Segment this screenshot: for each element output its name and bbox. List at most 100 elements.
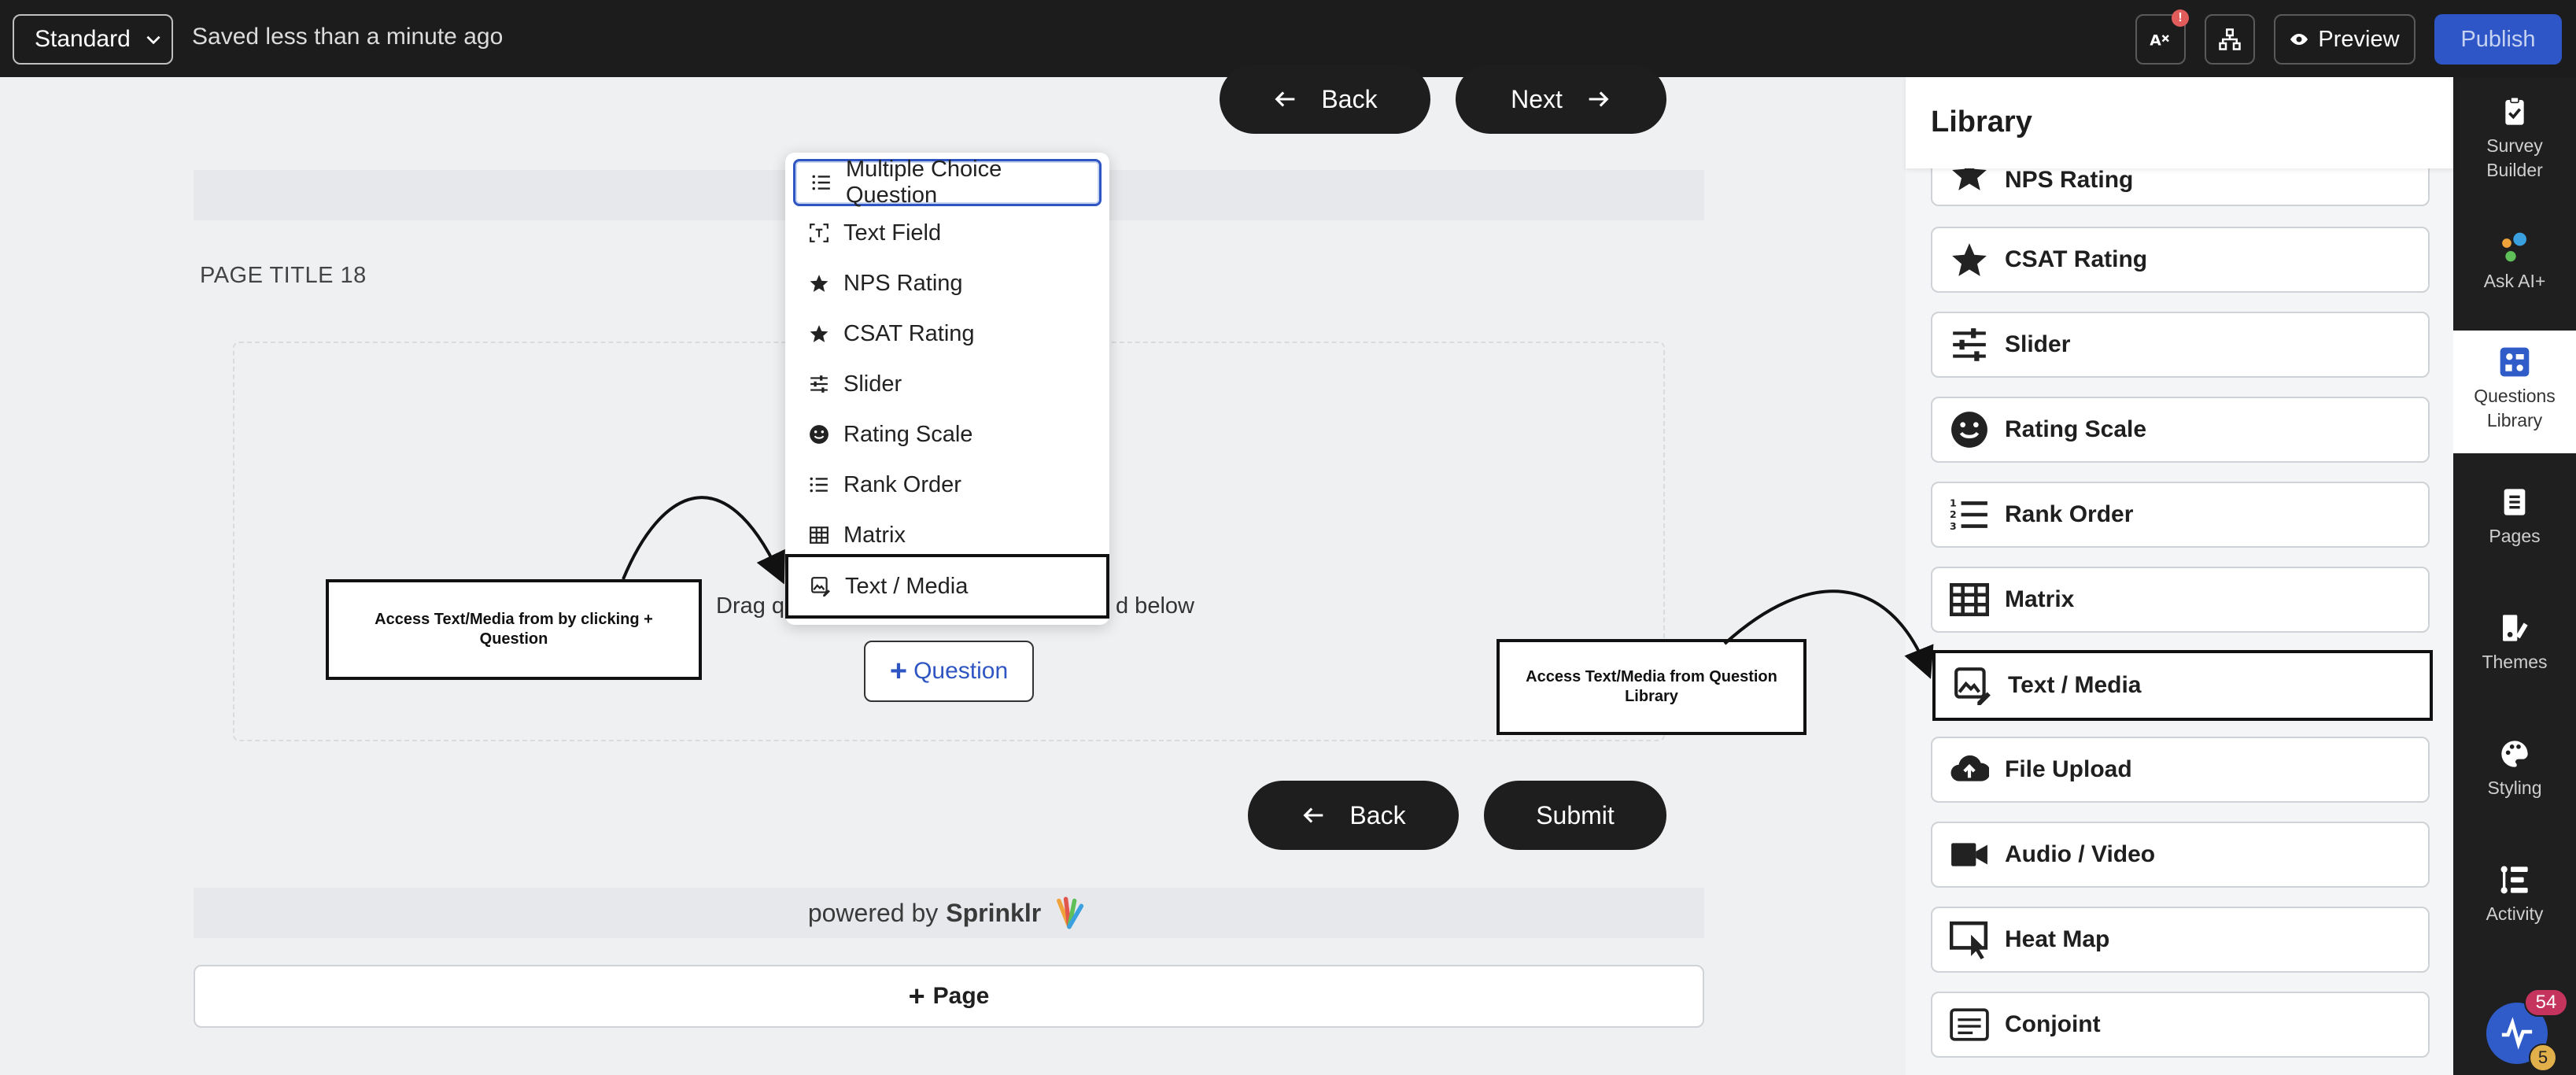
- star-icon: [1952, 157, 1987, 190]
- activity-icon: [2500, 866, 2528, 894]
- sliders-icon: [1953, 328, 1986, 361]
- eye-icon: [2290, 34, 2308, 45]
- library-item-file-upload[interactable]: File Upload: [1931, 737, 2430, 803]
- back-button-bottom[interactable]: Back: [1248, 781, 1459, 850]
- mode-label: Standard: [35, 26, 131, 52]
- translate-button[interactable]: A !: [2135, 9, 2189, 65]
- image-edit-icon: [811, 577, 830, 597]
- secondary-count-badge: 5: [2529, 1044, 2557, 1072]
- add-question-dropdown: Multiple Choice Question Text Field NPS …: [785, 153, 1109, 625]
- add-page-label: Page: [932, 983, 990, 1009]
- svg-text:3: 3: [1950, 520, 1957, 532]
- smiley-icon: [1951, 412, 1987, 448]
- next-label: Next: [1511, 84, 1563, 113]
- dropdown-item-nps-rating[interactable]: NPS Rating: [793, 260, 1102, 307]
- video-camera-icon: [1951, 843, 1987, 866]
- ranked-list-icon: [810, 477, 828, 493]
- library-title: Library: [1931, 105, 2032, 139]
- arrow-left-icon: [1275, 91, 1295, 107]
- clipboard-check-icon: [2505, 96, 2524, 125]
- rail-styling[interactable]: Styling: [2453, 738, 2576, 800]
- hierarchy-icon: [2219, 28, 2241, 50]
- library-item-rating-scale[interactable]: Rating Scale: [1931, 397, 2430, 463]
- list-icon: [812, 175, 830, 190]
- mode-dropdown[interactable]: Standard: [13, 14, 173, 65]
- heat-map-icon: [1950, 921, 1988, 959]
- sprinklr-logo-icon: [1057, 896, 1084, 929]
- dropdown-item-text-field[interactable]: Text Field: [793, 209, 1102, 257]
- submit-label: Submit: [1536, 800, 1615, 829]
- dropdown-item-rank-order[interactable]: Rank Order: [793, 461, 1102, 508]
- powered-by-text: powered by: [807, 898, 939, 927]
- back-button-top[interactable]: Back: [1220, 65, 1430, 134]
- callout-right: Access Text/Media from Question Library: [1497, 639, 1807, 735]
- drag-hint-left: Drag q: [716, 593, 785, 619]
- rail-ask-ai[interactable]: Ask AI+: [2453, 231, 2576, 294]
- library-item-text-media[interactable]: Text / Media: [1932, 650, 2433, 721]
- text-field-icon: [810, 223, 829, 242]
- library-item-matrix[interactable]: Matrix: [1931, 567, 2430, 633]
- conjoint-icon: [1950, 1008, 1989, 1041]
- svg-text:2: 2: [1950, 508, 1957, 520]
- back-label: Back: [1321, 84, 1378, 113]
- cloud-upload-icon: [1950, 755, 1989, 781]
- page-title[interactable]: PAGE TITLE 18: [200, 263, 367, 288]
- dropdown-item-slider[interactable]: Slider: [793, 360, 1102, 408]
- questions-library-icon: [2500, 347, 2530, 377]
- sliders-icon: [810, 375, 828, 393]
- powered-by-footer: powered by Sprinklr: [194, 888, 1704, 938]
- library-item-heat-map[interactable]: Heat Map: [1931, 907, 2430, 973]
- grid-icon: [1950, 582, 1989, 617]
- right-rail: Survey Builder Ask AI+ Questions Library…: [2453, 77, 2576, 1075]
- svg-text:A: A: [2150, 33, 2161, 50]
- rail-survey-builder[interactable]: Survey Builder: [2453, 96, 2576, 183]
- library-item-conjoint[interactable]: Conjoint: [1931, 992, 2430, 1058]
- library-item-audio-video[interactable]: Audio / Video: [1931, 822, 2430, 888]
- submit-button[interactable]: Submit: [1484, 781, 1666, 850]
- rail-questions-library[interactable]: Questions Library: [2453, 331, 2576, 453]
- publish-label: Publish: [2460, 26, 2536, 52]
- grid-icon: [810, 526, 829, 544]
- star-icon: [1952, 243, 1987, 276]
- ai-dots-icon: [2502, 232, 2526, 262]
- smiley-icon: [810, 425, 829, 444]
- dropdown-item-matrix[interactable]: Matrix: [793, 512, 1102, 559]
- add-page-button[interactable]: + Page: [194, 965, 1704, 1028]
- library-item-slider[interactable]: Slider: [1931, 312, 2430, 378]
- next-button[interactable]: Next: [1456, 65, 1666, 134]
- publish-button[interactable]: Publish: [2434, 14, 2562, 65]
- chevron-down-icon: [146, 35, 161, 45]
- brand-name: Sprinklr: [946, 898, 1042, 927]
- alert-badge: !: [2172, 9, 2189, 27]
- star-icon: [810, 325, 829, 342]
- library-header: Library: [1906, 77, 2453, 168]
- dropdown-item-text-media[interactable]: Text / Media: [785, 554, 1109, 619]
- drag-hint-right: d below: [1116, 593, 1194, 619]
- dropdown-item-multiple-choice[interactable]: Multiple Choice Question: [793, 157, 1102, 208]
- add-question-label: Question: [913, 658, 1009, 684]
- rail-themes[interactable]: Themes: [2453, 612, 2576, 674]
- hierarchy-button[interactable]: [2205, 14, 2255, 65]
- preview-button[interactable]: Preview: [2274, 14, 2415, 65]
- dropdown-item-csat-rating[interactable]: CSAT Rating: [793, 310, 1102, 357]
- rail-pages[interactable]: Pages: [2453, 486, 2576, 549]
- image-edit-icon: [1954, 667, 1991, 705]
- dropdown-item-rating-scale[interactable]: Rating Scale: [793, 411, 1102, 458]
- back-label: Back: [1349, 800, 1406, 829]
- notification-count-badge: 54: [2524, 988, 2568, 1017]
- library-panel: Library NPS Rating CSAT Rating Slider Ra…: [1906, 77, 2453, 1075]
- themes-icon: [2503, 615, 2528, 641]
- page-icon: [2504, 489, 2526, 515]
- save-status: Saved less than a minute ago: [192, 24, 504, 50]
- plus-icon: +: [908, 980, 925, 1012]
- star-icon: [810, 275, 829, 292]
- callout-left: Access Text/Media from by clicking + Que…: [326, 579, 702, 680]
- plus-icon: +: [889, 655, 908, 688]
- rail-activity[interactable]: Activity: [2453, 864, 2576, 926]
- add-question-button[interactable]: + Question: [864, 641, 1034, 702]
- notification-widget[interactable]: 54 5: [2472, 982, 2568, 1072]
- ranked-list-icon: 123: [1950, 497, 1987, 532]
- library-item-csat-rating[interactable]: CSAT Rating: [1931, 227, 2430, 293]
- top-bar: Standard Saved less than a minute ago A …: [0, 0, 2576, 77]
